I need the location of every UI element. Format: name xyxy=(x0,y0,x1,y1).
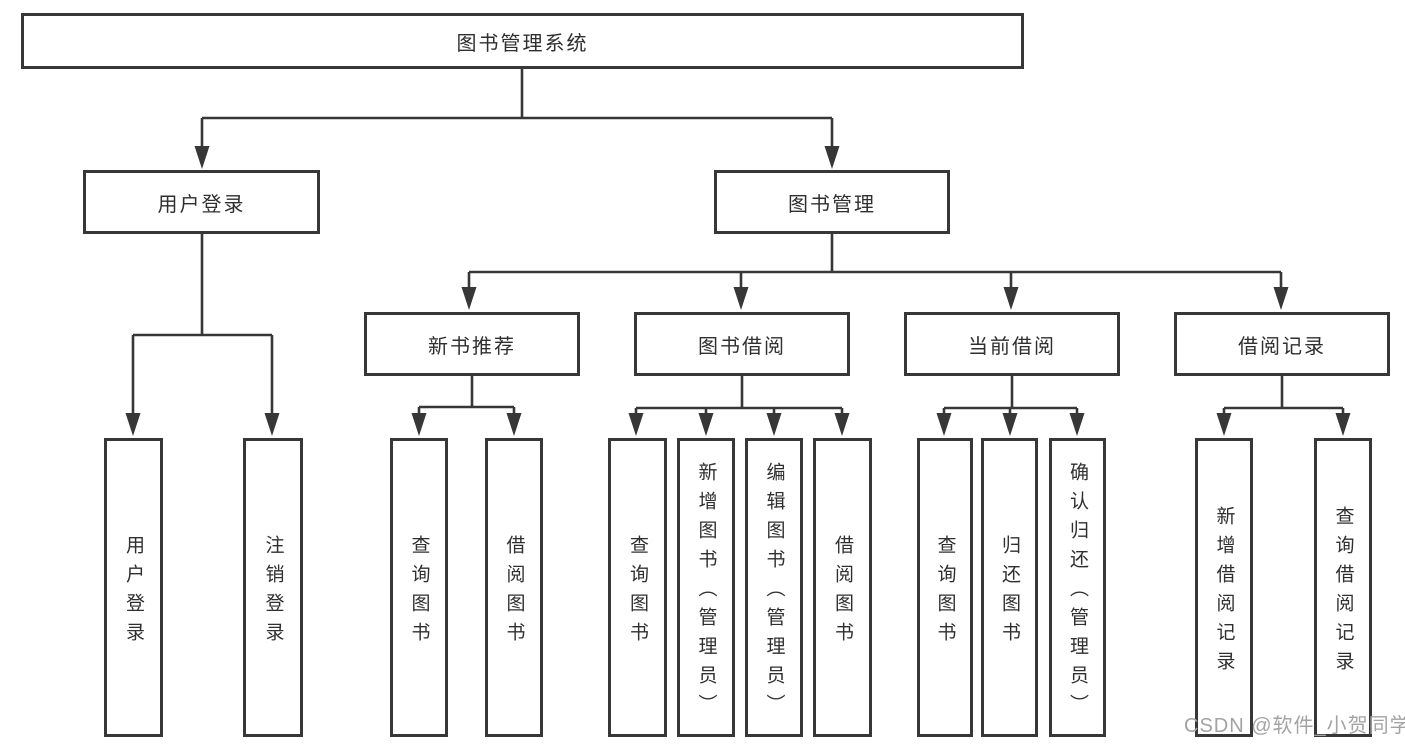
leaf-user-login: 用户登录 xyxy=(104,438,163,737)
node-label: 图书管理系统 xyxy=(456,32,589,55)
node-current-borrowing: 当前借阅 xyxy=(904,312,1120,376)
arrowhead xyxy=(125,413,141,436)
leaf-label: 借阅图书 xyxy=(832,534,853,651)
leaf-borrow-books-newbook: 借阅图书 xyxy=(485,438,543,737)
leaf-label: 注销登录 xyxy=(262,534,284,651)
leaf-query-borrow-record: 查询借阅记录 xyxy=(1314,438,1372,737)
node-user-login: 用户登录 xyxy=(83,170,320,234)
arrowhead xyxy=(1273,287,1289,310)
connector-root-rail xyxy=(200,69,834,151)
arrowhead xyxy=(733,287,749,310)
arrowhead xyxy=(1003,287,1019,310)
leaf-label: 用户登录 xyxy=(123,534,144,651)
arrowhead xyxy=(698,413,714,436)
connector-current-borrow-fork xyxy=(942,376,1079,416)
arrowhead xyxy=(264,413,280,436)
leaf-label: 查询图书 xyxy=(934,534,956,651)
arrowhead xyxy=(628,413,644,436)
connector-new-book-fork xyxy=(417,376,516,416)
leaf-label: 查询借阅记录 xyxy=(1332,505,1354,680)
leaf-query-books-borrow: 查询图书 xyxy=(608,438,667,737)
leaf-label: 新增借阅记录 xyxy=(1213,505,1235,680)
arrowhead xyxy=(824,146,840,169)
node-label: 借阅记录 xyxy=(1238,335,1326,358)
leaf-label: 新增图书（管理员） xyxy=(695,462,717,723)
node-book-management: 图书管理 xyxy=(714,170,950,234)
csdn-watermark: CSDN @软件_小贺同学 xyxy=(1184,715,1405,737)
arrowhead xyxy=(834,413,850,436)
arrowhead xyxy=(936,413,952,436)
arrowhead xyxy=(1335,413,1351,436)
arrowhead xyxy=(1216,413,1232,436)
connector-user-login-fork xyxy=(131,234,274,416)
node-library-system-root: 图书管理系统 xyxy=(21,13,1024,69)
connector-book-borrow-fork xyxy=(634,376,844,416)
leaf-label: 编辑图书（管理员） xyxy=(763,462,785,723)
leaf-query-books-current: 查询图书 xyxy=(917,438,973,737)
leaf-borrow-books-borrow: 借阅图书 xyxy=(813,438,872,737)
leaf-label: 查询图书 xyxy=(627,534,648,651)
leaf-label: 查询图书 xyxy=(408,534,430,651)
leaf-label: 确认归还（管理员） xyxy=(1067,462,1088,723)
arrowhead xyxy=(506,413,522,436)
leaf-query-books-newbook: 查询图书 xyxy=(390,438,448,737)
node-book-borrowing: 图书借阅 xyxy=(634,312,850,376)
leaf-add-borrow-record: 新增借阅记录 xyxy=(1195,438,1253,737)
arrowheads xyxy=(125,146,1351,436)
leaf-label: 借阅图书 xyxy=(503,534,525,651)
node-new-book-recommend: 新书推荐 xyxy=(364,312,580,376)
arrowhead xyxy=(1002,413,1018,436)
arrowhead xyxy=(1069,413,1085,436)
node-label: 用户登录 xyxy=(157,193,246,216)
arrowhead xyxy=(766,413,782,436)
node-label: 图书管理 xyxy=(788,193,876,216)
node-label: 当前借阅 xyxy=(968,335,1056,358)
leaf-confirm-return-admin: 确认归还（管理员） xyxy=(1049,438,1106,737)
node-label: 图书借阅 xyxy=(698,335,786,358)
leaf-label: 归还图书 xyxy=(999,534,1020,651)
connector-book-management-rail xyxy=(467,234,1283,291)
node-label: 新书推荐 xyxy=(428,335,516,358)
leaf-edit-book-admin: 编辑图书（管理员） xyxy=(745,438,803,737)
node-borrowing-records: 借阅记录 xyxy=(1174,312,1390,376)
leaf-add-book-admin: 新增图书（管理员） xyxy=(677,438,735,737)
leaf-return-books: 归还图书 xyxy=(981,438,1038,737)
arrowhead xyxy=(194,146,210,169)
arrowhead xyxy=(461,287,477,310)
leaf-logout: 注销登录 xyxy=(243,438,303,737)
arrowhead xyxy=(411,413,427,436)
connector-borrow-record-fork xyxy=(1222,376,1345,416)
